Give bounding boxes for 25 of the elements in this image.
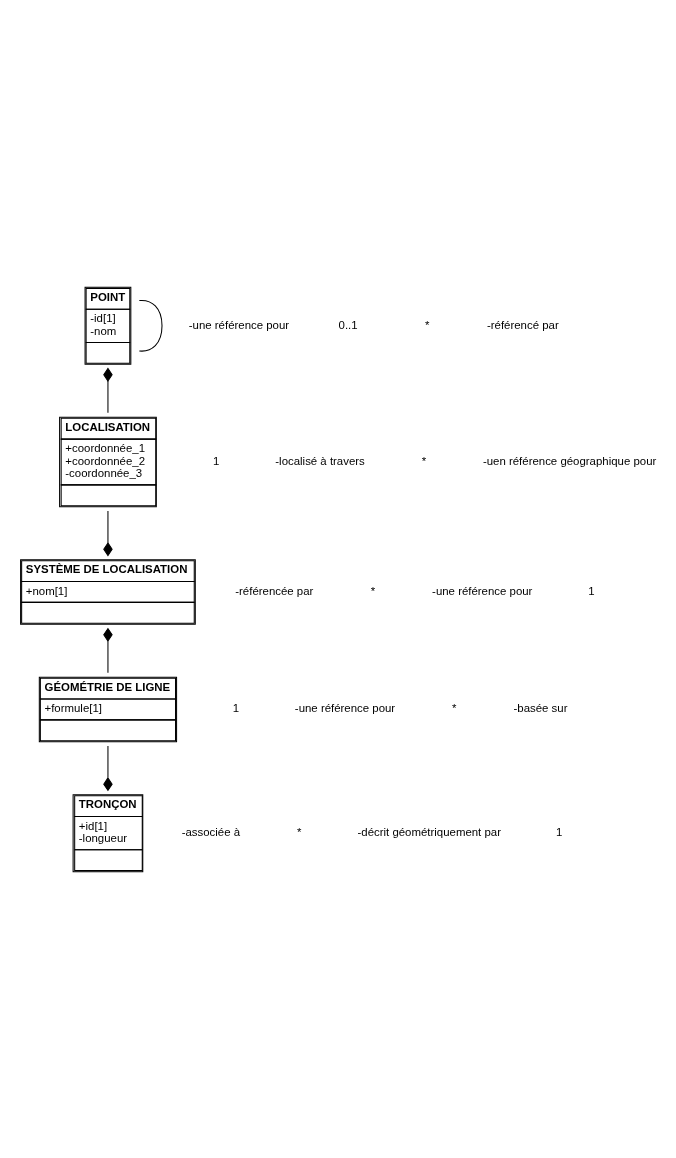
label: * [451, 701, 457, 714]
connector [103, 367, 113, 413]
label: * [424, 318, 430, 331]
connector [103, 745, 113, 791]
label: -référencé par [486, 318, 559, 331]
label: 0..1 [338, 318, 358, 331]
label: * [370, 584, 376, 597]
connector [138, 299, 163, 352]
label: 1 [588, 584, 595, 597]
label: -une référence pour [294, 701, 396, 714]
label: -associée à [181, 825, 241, 838]
label: -une référence pour [432, 584, 533, 597]
label: 1 [212, 454, 220, 467]
label: * [421, 454, 427, 467]
label: -localisé à travers [275, 454, 365, 467]
label: -référencée par [235, 584, 314, 597]
label: 1 [232, 701, 240, 714]
label: 1 [556, 825, 563, 838]
label: -décrit géométriquement par [357, 825, 501, 838]
connector [103, 510, 113, 556]
label: -une référence pour [188, 318, 290, 331]
label: -basée sur [513, 701, 568, 714]
connector [103, 627, 113, 673]
label: -uen référence géographique pour [482, 454, 657, 467]
label: * [297, 825, 302, 838]
